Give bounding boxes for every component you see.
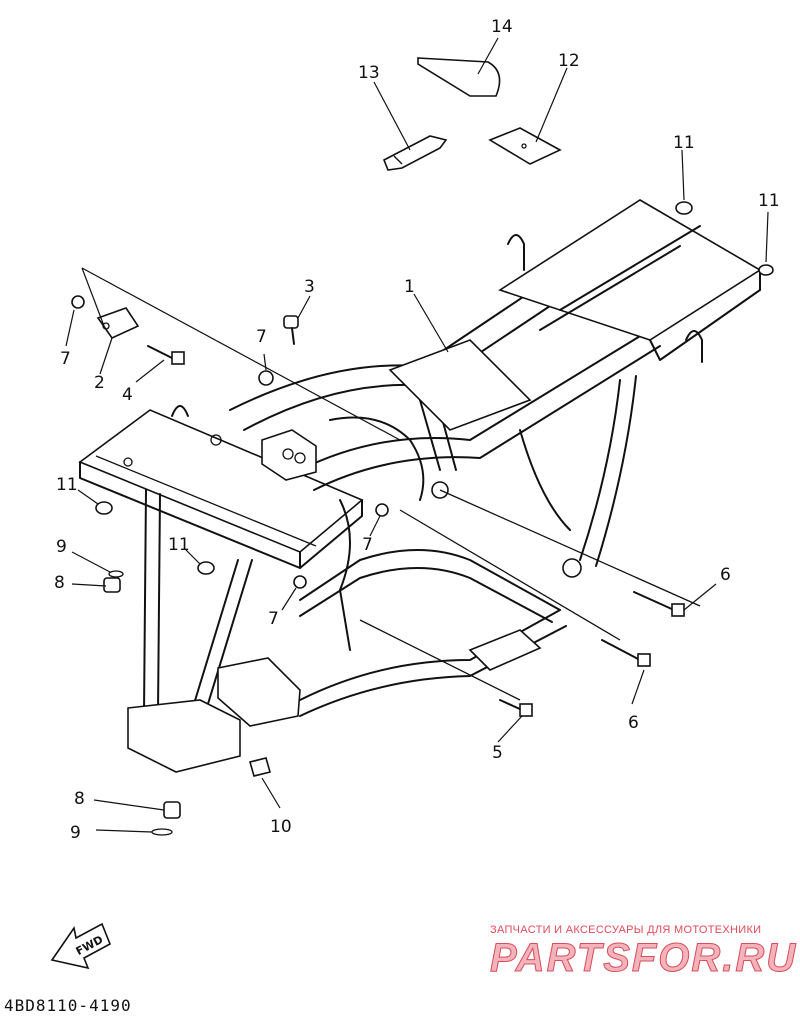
watermark-tagline: ЗАПЧАСТИ И АКСЕССУАРЫ ДЛЯ МОТОТЕХНИКИ [490, 924, 762, 936]
callout-11: 11 [758, 191, 780, 211]
callout-7: 7 [256, 327, 267, 347]
watermark-brand-logo: PARTSFOR.RU [489, 936, 798, 981]
callout-8: 8 [74, 789, 85, 809]
callout-7: 7 [60, 349, 71, 369]
callout-11: 11 [673, 133, 695, 153]
callout-14: 14 [491, 17, 513, 37]
callout-5: 5 [492, 743, 503, 763]
callout-11: 11 [56, 475, 78, 495]
callout-3: 3 [304, 277, 315, 297]
callout-7: 7 [362, 535, 373, 555]
callout-1: 1 [404, 277, 415, 297]
part-13-clip [382, 135, 448, 171]
callout-7: 7 [268, 609, 279, 629]
callout-9: 9 [70, 823, 81, 843]
callout-13: 13 [358, 63, 380, 83]
main-frame [78, 199, 762, 773]
fwd-arrow-icon: FWD [50, 922, 112, 970]
part-12-plate [488, 127, 562, 165]
callout-11: 11 [168, 535, 190, 555]
part-14-plate [417, 57, 501, 97]
callout-6: 6 [628, 713, 639, 733]
callout-labels: 14 12 13 11 11 1 3 7 2 4 7 11 9 11 7 8 6… [54, 17, 780, 843]
callout-4: 4 [122, 385, 133, 405]
callout-6: 6 [720, 565, 731, 585]
callout-2: 2 [94, 373, 105, 393]
callout-8: 8 [54, 573, 65, 593]
small-parts [71, 201, 774, 836]
callout-9: 9 [56, 537, 67, 557]
callout-leaders [65, 37, 769, 833]
callout-12: 12 [558, 51, 580, 71]
diagram-code: 4BD8110-4190 [4, 996, 132, 1015]
callout-10: 10 [270, 817, 292, 837]
